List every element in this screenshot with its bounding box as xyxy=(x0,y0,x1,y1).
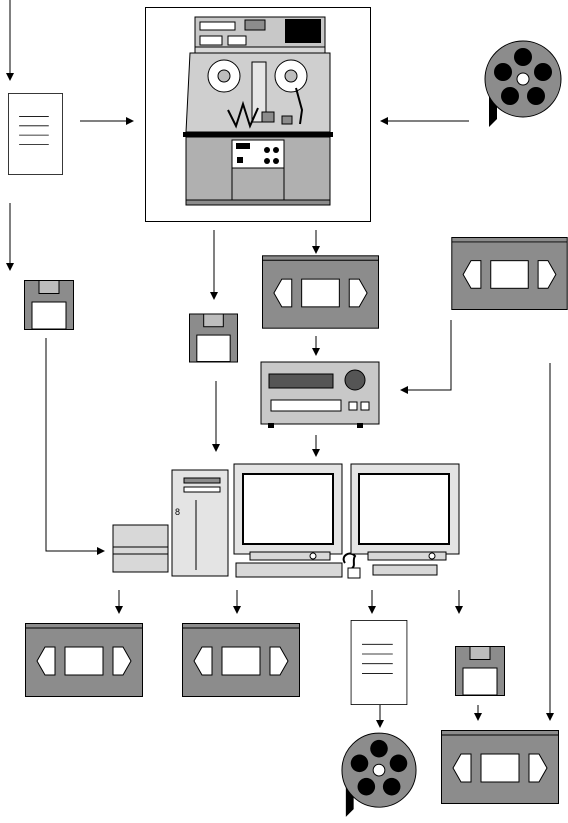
telecine-machine-icon xyxy=(183,17,333,205)
tape-out-2-icon xyxy=(183,624,300,697)
tape-out-1-icon xyxy=(26,624,143,697)
video-deck-icon xyxy=(261,362,379,428)
floppy-out-icon xyxy=(456,647,505,696)
arrow-tape-source-to-vtr xyxy=(401,320,451,390)
floppy-center-icon xyxy=(189,314,237,362)
svg-text:8: 8 xyxy=(175,507,180,517)
arrow-floppy-left-to-workstation xyxy=(46,338,104,551)
tape-telecine-out-icon xyxy=(262,256,378,328)
tape-final-icon xyxy=(442,731,559,804)
film-reel-in-icon xyxy=(485,41,561,127)
edit-list-in-document-icon xyxy=(9,93,63,174)
computer-workstation-icon: 8 xyxy=(113,464,459,578)
tape-source-icon xyxy=(452,237,567,309)
floppy-left-icon xyxy=(25,281,74,330)
edit-list-out-document-icon xyxy=(351,620,407,704)
film-reel-out-icon xyxy=(342,733,416,817)
telecine-node xyxy=(146,8,371,222)
